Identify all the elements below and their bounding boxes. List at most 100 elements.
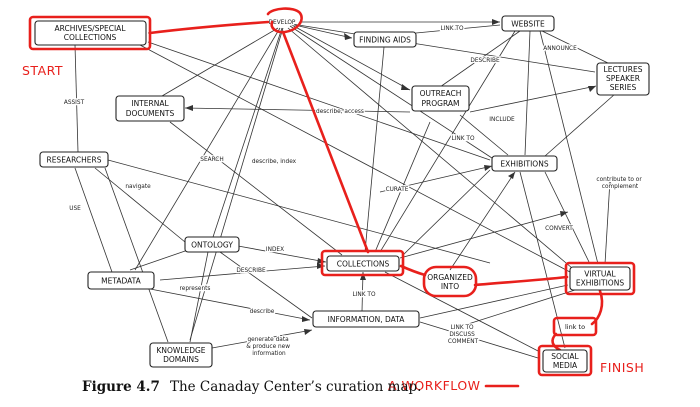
edge-archives-virtual [139,44,571,273]
node-organized-into[interactable]: ORGANIZED INTO [427,273,473,291]
edges [74,21,616,359]
arrowhead [508,172,515,179]
edge-archives-researchers [74,44,79,153]
node-researchers[interactable]: RESEARCHERS [39,151,109,168]
edge-outreach-lectures [469,85,597,113]
edge-exhibitions-lectures [544,93,616,157]
arrowhead [607,180,613,188]
edge-metadata-ontology [129,249,189,271]
node-label: link to [565,323,585,331]
edge-develop-internal [161,27,279,97]
node-internal-documents[interactable]: INTERNAL DOCUMENTS [115,95,185,122]
label-include: INCLUDE [489,117,515,123]
edge-exhibitions-virtual [544,171,591,265]
node-label: SERIES [610,83,637,92]
edge-ontology-collections [237,245,327,263]
node-exhibitions[interactable]: EXHIBITIONS [491,155,558,172]
workflow-box-virtual [564,261,636,296]
arrowhead [588,86,596,92]
workflow-line-organized-virtual [473,275,569,287]
edge-labels: DEVELOP LINK TO DESCRIBE ANNOUNCE ASSIST… [63,19,644,359]
edge-organized-exhibitions [449,171,516,271]
edge-website-lectures [539,29,611,65]
label-contribute-line: complement [602,184,639,190]
edge-researchers-metadata [74,167,113,273]
arrowhead [302,316,310,322]
workflow-develop-circle [266,7,303,34]
node-virtual-exhibitions[interactable]: VIRTUAL EXHIBITIONS [569,266,631,291]
edge-develop-findingaids [289,23,353,39]
workflow-box-archives [28,15,152,51]
edge-social-info [419,321,539,359]
node-knowledge-domains[interactable]: KNOWLEDGE DOMAINS [149,342,213,368]
edge-outreach-exhibitions [459,114,509,156]
node-finding-aids[interactable]: FINDING AIDS [353,31,417,48]
node-box [312,310,420,328]
edge-develop-exhibitions [289,25,496,161]
edge-website-collections [379,30,516,253]
arrowhead [185,105,193,111]
node-information-data[interactable]: INFORMATION, DATA [312,310,420,328]
edge-curate-exhibitions [379,165,493,193]
edge-develop-knowledge [189,27,284,341]
node-archives-special-collections[interactable]: ARCHIVES/SPECIAL COLLECTIONS [34,20,147,46]
workflow-box-collections [320,249,405,277]
edge-findingaids-collections [364,46,385,253]
node-social-media[interactable]: SOCIAL MEDIA [542,349,588,373]
arrowhead [484,165,492,171]
node-box [411,85,470,112]
label-assist: ASSIST [64,100,85,106]
workflow-box-social [537,344,593,377]
node-box [596,62,650,96]
edge-metadata-info [144,287,311,321]
node-label: INFORMATION, DATA [328,315,406,324]
label-develop: DEVELOP [269,20,296,26]
node-label: EXHIBITIONS [500,160,548,169]
node-label: ONTOLOGY [191,241,233,250]
label-use: USE [69,206,81,212]
arrowhead [492,19,500,25]
label-link-to-discuss-line: DISCUSS [449,332,475,338]
edge-researchers-ontology [94,167,186,243]
workflow-highlight-path [28,7,636,377]
label-navigate: navigate [125,184,151,190]
node-ontology[interactable]: ONTOLOGY [184,236,240,253]
label-describe-outreach: DESCRIBE [470,58,500,64]
node-link-to-small[interactable]: link to [565,323,585,331]
caption-figure-label: Figure 4.7 [82,379,160,395]
arrowhead [560,211,568,217]
node-label: INTERNAL [131,99,169,108]
node-label: DOCUMENTS [126,109,175,118]
node-label: DOMAINS [163,355,199,364]
node-box [569,266,631,291]
node-collections[interactable]: COLLECTIONS [326,255,400,272]
label-link-to-discuss: LINK TO DISCUSS COMMENT [448,325,479,345]
label-convert: CONVERT [545,226,573,232]
workflow-box-linkto [552,316,598,337]
label-represents: represents [180,286,211,292]
node-label: FINDING AIDS [359,36,411,45]
node-label: ARCHIVES/SPECIAL [55,24,127,33]
figure-caption: Figure 4.7 The Canaday Center’s curation… [82,376,421,395]
edge-develop-metadata [134,27,281,271]
node-label: LECTURES [604,65,643,74]
node-label: RESEARCHERS [46,156,101,165]
node-label: INTO [441,282,459,291]
annotations: START FINISH A WORKFLOW [22,63,644,393]
node-outreach-program[interactable]: OUTREACH PROGRAM [411,85,470,112]
node-box [542,349,588,373]
caption-line: Figure 4.7 The Canaday Center’s curation… [82,376,421,395]
node-metadata[interactable]: METADATA [87,271,155,290]
arrowheads [185,19,613,335]
edge-website-virtual [539,30,599,265]
edge-develop-outreach [289,23,411,91]
node-box [184,236,240,253]
label-link-to-collections: LINK TO [352,292,375,298]
label-generate-line: & produce new [246,344,290,350]
node-box [34,20,147,46]
node-label: OUTREACH [420,89,462,98]
node-website[interactable]: WEBSITE [501,15,555,32]
label-describe-metadata: DESCRIBE [236,268,266,274]
node-lectures-speaker-series[interactable]: LECTURES SPEAKER SERIES [596,62,650,96]
